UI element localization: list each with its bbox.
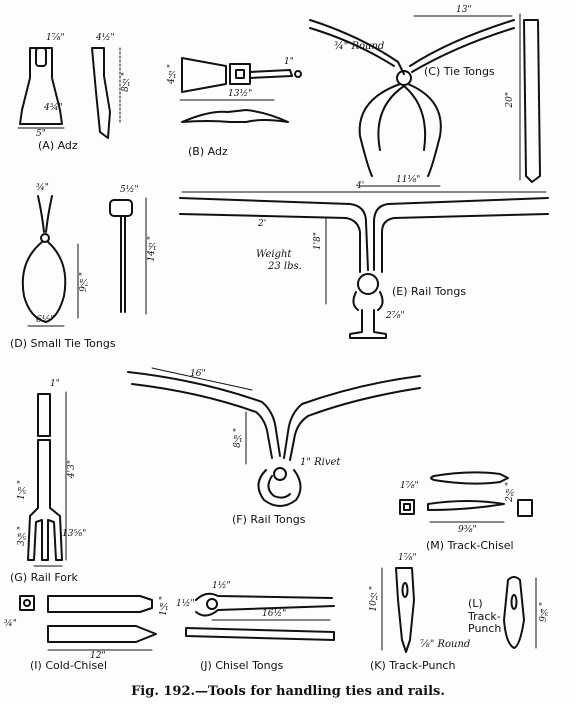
chisel-tongs-drawing [185, 592, 335, 641]
dim-g-len: 4'3" [67, 460, 77, 479]
adz-b-drawing [179, 57, 302, 123]
dim-f-height: 8⅛" [233, 428, 243, 448]
dim-g-top: 1" [50, 379, 60, 389]
dim-i-len: 12" [90, 651, 106, 661]
rail-tongs-f-drawing [127, 367, 421, 507]
dim-j-jaw: 1½" [212, 581, 231, 591]
dim-a-side: 4½" [96, 33, 115, 43]
dim-i-w: ¾" [4, 619, 17, 629]
dim-m-w: 2⅜" [505, 482, 515, 502]
dim-b-left: 4½" [167, 64, 177, 84]
note-rivet: 1" Rivet [300, 457, 341, 468]
cold-chisel-drawing [19, 595, 157, 651]
label-tie-tongs: (C) Tie Tongs [424, 65, 495, 78]
dim-e-jaw: 2⅞" [386, 311, 405, 321]
dim-g-a: 1⅝" [17, 480, 27, 500]
label-track-punch-l: (L) Track-Punch [468, 597, 502, 636]
dim-d-width: 5½" [120, 185, 139, 195]
dim-d-height: 9⅞" [79, 272, 89, 292]
dim-d-handle: 14½" [147, 236, 157, 262]
dim-g-c: 13⅝" [62, 529, 87, 539]
dim-a-top: 1⅞" [46, 33, 65, 43]
track-chisel-drawing [399, 471, 533, 523]
label-small-tie-tongs: (D) Small Tie Tongs [10, 337, 116, 350]
dim-a-bevel: 4¾" [44, 103, 63, 113]
dim-e-height: 1'8" [313, 232, 323, 251]
dim-k-len: 10½" [369, 586, 379, 612]
dim-j-w: 1½" [176, 599, 195, 609]
dim-c-top: 13" [456, 5, 472, 15]
dim-f-len: 16" [190, 369, 206, 379]
label-track-punch-k: (K) Track-Punch [370, 659, 456, 672]
label-chisel-tongs: (J) Chisel Tongs [200, 659, 284, 672]
dim-a-right: 8½" [121, 72, 131, 92]
dim-a-bottom: 5" [36, 129, 46, 139]
label-cold-chisel: (I) Cold-Chisel [30, 659, 108, 672]
label-rail-fork: (G) Rail Fork [10, 571, 78, 584]
dim-i-end: 1⅛" [159, 596, 169, 616]
dim-d-mouth: 6½" [36, 315, 55, 325]
tie-tongs-drawing [309, 13, 541, 187]
adz-a-drawing [17, 47, 121, 139]
dim-c-mouth: 11⅛" [396, 175, 421, 185]
note-round: ¾" Round [334, 41, 385, 52]
figure-caption: Fig. 192.—Tools for handling ties and ra… [131, 684, 445, 699]
rail-tongs-e-drawing [179, 191, 549, 339]
dim-e-len: 4' [356, 181, 365, 191]
dim-b-len: 13½" [228, 89, 253, 99]
label-rail-tongs-e: (E) Rail Tongs [392, 285, 467, 298]
label-adz-b: (B) Adz [188, 145, 228, 158]
note-weight-1: Weight [256, 249, 292, 260]
track-punch-l-drawing [503, 576, 537, 649]
dim-l-len: 9¾" [539, 602, 549, 622]
label-adz-a: (A) Adz [38, 139, 78, 152]
dim-d-top: ¾" [36, 183, 49, 193]
note-round-k: ⅞" Round [420, 639, 471, 650]
dim-c-height: 20" [505, 92, 515, 108]
dim-b-hole: 1" [284, 57, 294, 67]
track-punch-k-drawing [381, 567, 415, 653]
dim-g-b: 3⅝" [17, 526, 27, 546]
dim-k-top: 1⅞" [398, 553, 417, 563]
small-tie-tongs-drawing [21, 195, 147, 327]
dim-j-len: 16½" [262, 609, 287, 619]
label-track-chisel: (M) Track-Chisel [426, 539, 514, 552]
label-rail-tongs-f: (F) Rail Tongs [232, 513, 306, 526]
dim-e-arm: 2' [258, 219, 267, 229]
rail-fork-drawing [27, 391, 67, 567]
dim-m-end: 1⅞" [400, 481, 419, 491]
dim-m-len: 9⅜" [458, 525, 477, 535]
note-weight-2: 23 lbs. [268, 261, 302, 272]
